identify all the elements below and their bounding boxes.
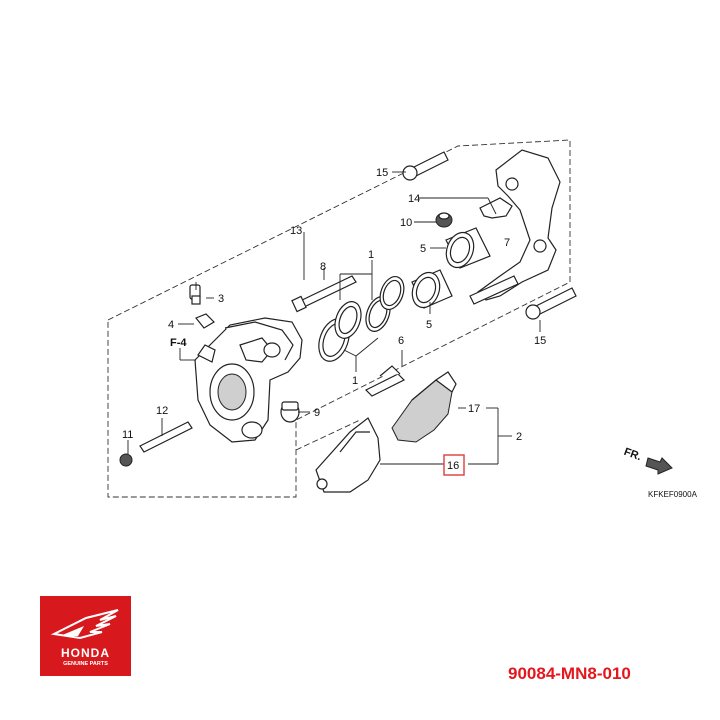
part-number: 90084-MN8-010 [508, 664, 631, 683]
callout-16: 16 [447, 460, 459, 472]
callout-9: 9 [314, 407, 320, 419]
callout-17: 17 [468, 403, 480, 415]
honda-logo: HONDA GENUINE PARTS [40, 596, 131, 676]
pin-nut [119, 453, 133, 467]
callout-10: 10 [400, 217, 412, 229]
pad-outline [295, 419, 361, 451]
callout-4: 4 [168, 319, 174, 331]
caliper-body [194, 317, 303, 443]
callout-8: 8 [320, 261, 326, 273]
slide-pin [291, 275, 357, 313]
callout-5-bottom: 5 [426, 319, 432, 331]
assembly-outline [107, 139, 571, 498]
piston-seals [318, 275, 405, 362]
callout-12: 12 [156, 405, 168, 417]
brake-pad-inner [315, 417, 381, 493]
callout-7: 7 [504, 237, 510, 249]
callout-16-highlight [443, 454, 465, 476]
callout-5-top: 5 [420, 243, 426, 255]
pin-boot [435, 212, 453, 228]
pad-retainer [364, 365, 406, 397]
brake-pad-outer [391, 371, 457, 443]
caliper-bolt [280, 401, 300, 423]
mounting-bolt-bottom [525, 287, 577, 320]
callout-15-bottom: 15 [534, 335, 546, 347]
pin-bolt [139, 421, 193, 453]
f4-mark: F-4 [170, 337, 187, 349]
front-mark: FR. [622, 446, 643, 463]
callout-13: 13 [290, 225, 302, 237]
callout-3: 3 [218, 293, 224, 305]
callout-15-top: 15 [376, 167, 388, 179]
callout-6: 6 [398, 335, 404, 347]
wing-icon [50, 609, 119, 640]
drawing-code: KFKEF0900A [648, 490, 698, 499]
leader-lines [127, 171, 541, 465]
bleeder-screw [189, 282, 201, 305]
bleeder-cap [195, 313, 215, 329]
callout-11: 11 [122, 429, 133, 441]
callout-2: 2 [516, 431, 522, 443]
mounting-bolt-top [402, 151, 449, 181]
callout-14: 14 [408, 193, 420, 205]
pad-spring [479, 197, 513, 219]
pistons [411, 227, 491, 309]
front-direction-arrow: FR. [622, 446, 673, 475]
callout-1-top: 1 [368, 249, 374, 261]
callout-1-bottom: 1 [352, 375, 358, 387]
logo-brand: HONDA [61, 646, 110, 660]
caliper-bracket [469, 149, 561, 305]
logo-tagline: GENUINE PARTS [63, 661, 108, 667]
